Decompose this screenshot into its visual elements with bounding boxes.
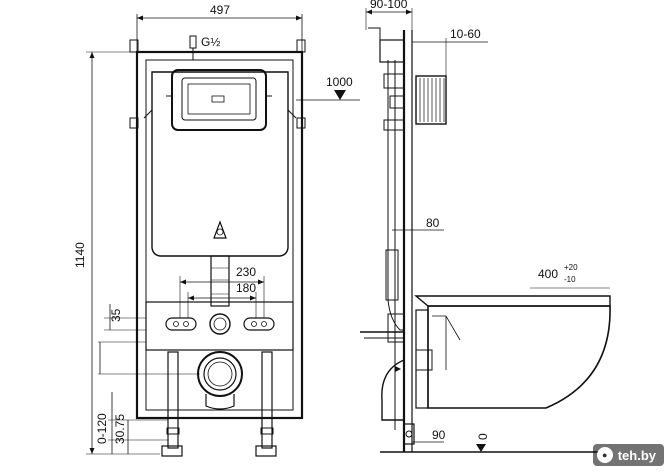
bolt-spacing-inner-label: 180 bbox=[236, 281, 256, 295]
floor-line bbox=[380, 444, 610, 453]
inlet-height-label: 35 bbox=[109, 308, 123, 322]
watermark-text: teh.by bbox=[617, 447, 656, 463]
flush-pipe bbox=[210, 255, 230, 307]
frame-height-label: 1140 bbox=[73, 242, 87, 268]
watermark-logo-icon: ● bbox=[596, 447, 613, 463]
panel-offset-label: 10-60 bbox=[450, 27, 481, 41]
floor-offset-label: 90 bbox=[432, 428, 446, 442]
flush-height-label: 1000 bbox=[326, 75, 353, 89]
watermark-badge: ● teh.by bbox=[592, 444, 664, 466]
side-view-frame bbox=[360, 27, 415, 452]
leg-offset-label: 30.75 bbox=[113, 414, 127, 444]
bowl-tol-minus-label: -10 bbox=[564, 275, 576, 284]
drain-outlet bbox=[197, 351, 243, 410]
flush-plate-opening bbox=[166, 69, 272, 131]
bowl-height-label: 400 bbox=[538, 267, 558, 281]
wall-hung-toilet bbox=[414, 295, 611, 409]
cistern bbox=[143, 71, 297, 257]
frame-outline bbox=[135, 50, 304, 420]
frame-width-label: 497 bbox=[210, 3, 230, 17]
leg-adjust-label: 0-120 bbox=[95, 413, 109, 444]
flush-plate-side bbox=[415, 75, 447, 125]
drain-valve-symbol bbox=[213, 220, 227, 239]
floor-level-label: 0 bbox=[476, 433, 490, 440]
frame-legs bbox=[161, 351, 277, 457]
bowl-tol-plus-label: +20 bbox=[564, 263, 578, 272]
bowl-mounting-plate bbox=[145, 301, 294, 351]
pipe-height-label: 80 bbox=[426, 216, 440, 230]
bolt-spacing-outer-label: 230 bbox=[236, 265, 256, 279]
depth-label: 90-100 bbox=[370, 0, 408, 11]
valve-label: G½ bbox=[201, 35, 220, 49]
